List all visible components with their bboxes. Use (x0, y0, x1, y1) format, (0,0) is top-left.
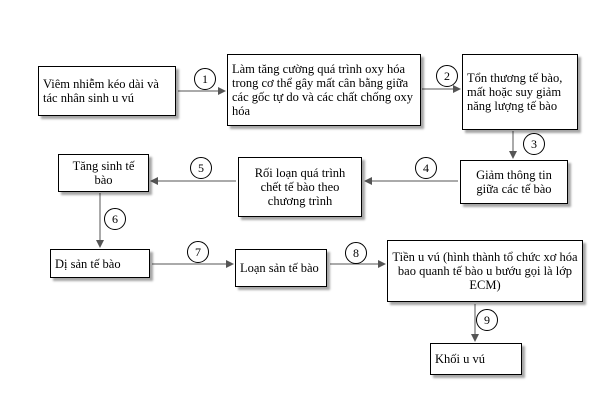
node-cell-proliferation: Tăng sinh tế bào (58, 154, 149, 192)
step-number-2: 2 (436, 65, 458, 87)
node-label: Loạn sản tế bào (240, 261, 319, 275)
step-number-9: 9 (476, 309, 498, 331)
node-label: Tăng sinh tế bào (72, 159, 135, 187)
node-label: Rối loạn quá trình chết tế bào theo chươ… (254, 166, 346, 208)
node-metaplasia: Dị sản tế bào (50, 249, 150, 278)
node-chronic-inflammation: Viêm nhiễm kéo dài và tác nhân sinh u vú (38, 66, 176, 116)
node-apoptosis-disorder: Rối loạn quá trình chết tế bào theo chươ… (238, 157, 362, 217)
step-number-8: 8 (345, 242, 367, 264)
node-label: Giảm thông tin giữa các tế bào (476, 168, 552, 196)
step-number-6: 6 (104, 208, 126, 230)
node-cell-damage: Tổn thương tế bào, mất hoặc suy giảm năn… (462, 54, 578, 130)
node-reduced-communication: Giảm thông tin giữa các tế bào (460, 160, 568, 204)
step-number-4: 4 (415, 157, 437, 179)
step-number-5: 5 (190, 157, 212, 179)
node-breast-tumor: Khối u vú (430, 343, 522, 375)
node-pre-tumor: Tiền u vú (hình thành tổ chức xơ hóa bao… (387, 240, 583, 302)
node-label: Tổn thương tế bào, mất hoặc suy giảm năn… (467, 71, 563, 113)
node-label: Dị sản tế bào (55, 256, 121, 271)
node-label: Khối u vú (435, 352, 485, 366)
node-label: Tiền u vú (hình thành tổ chức xơ hóa bao… (392, 250, 578, 292)
step-number-7: 7 (187, 241, 209, 263)
step-number-3: 3 (523, 133, 545, 155)
node-label: Làm tăng cường quá trình oxy hóa trong c… (232, 62, 413, 118)
node-label: Viêm nhiễm kéo dài và tác nhân sinh u vú (43, 77, 159, 105)
node-oxidative-stress: Làm tăng cường quá trình oxy hóa trong c… (227, 54, 421, 126)
step-number-1: 1 (194, 68, 216, 90)
node-dysplasia: Loạn sản tế bào (235, 249, 327, 287)
